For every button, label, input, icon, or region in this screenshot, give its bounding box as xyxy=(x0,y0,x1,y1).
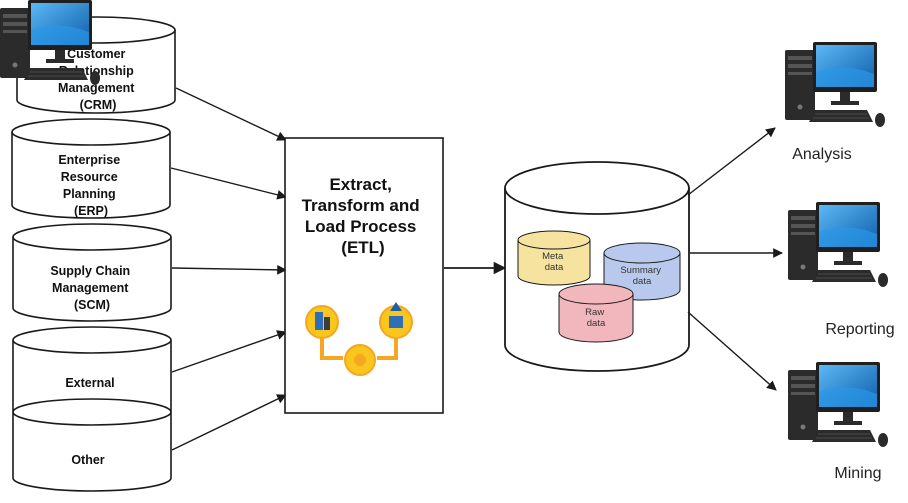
desktop-computer-icon xyxy=(787,361,889,448)
meta-data-label: Meta data xyxy=(542,251,566,273)
source-erp-label: Enterprise Resource Planning (ERP) xyxy=(58,153,123,218)
meta-data-store: Meta data xyxy=(517,230,591,286)
data-warehouse-cylinder: Meta data Summary data Raw data xyxy=(504,161,690,372)
source-other-cylinder: Other xyxy=(12,398,172,492)
arrow-external-to-etl xyxy=(171,330,287,373)
arrow-scm-to-etl xyxy=(171,264,287,275)
arrow-crm-to-etl xyxy=(175,87,287,141)
output-mining-label: Mining xyxy=(834,465,881,482)
arrow-to-mining xyxy=(687,311,777,391)
raw-data-label: Raw data xyxy=(585,307,607,329)
output-reporting: Reporting xyxy=(787,201,895,338)
arrow-other-to-etl xyxy=(171,394,287,451)
arrow-to-analysis xyxy=(687,127,776,196)
etl-process-box: Extract, Transform and Load Process (ETL… xyxy=(284,137,444,414)
output-analysis: Analysis xyxy=(784,41,886,163)
raw-data-store: Raw data xyxy=(558,283,634,343)
etl-process-icon xyxy=(305,302,413,376)
summary-data-label: Summary data xyxy=(620,265,663,287)
source-scm-cylinder: Supply Chain Management (SCM) xyxy=(12,223,172,322)
source-scm-label: Supply Chain Management (SCM) xyxy=(50,264,133,312)
source-to-etl-arrows xyxy=(170,87,287,451)
source-external-label: External xyxy=(65,376,114,390)
desktop-computer-icon xyxy=(0,0,100,85)
source-erp-cylinder: Enterprise Resource Planning (ERP) xyxy=(11,118,171,219)
output-mining: Mining xyxy=(787,361,889,482)
source-other-label: Other xyxy=(71,453,104,467)
desktop-computer-icon xyxy=(787,201,889,288)
desktop-computer-icon xyxy=(784,41,886,128)
output-analysis-label: Analysis xyxy=(792,146,852,163)
etl-label: Extract, Transform and Load Process (ETL… xyxy=(302,175,425,257)
arrow-erp-to-etl xyxy=(170,167,287,200)
output-reporting-label: Reporting xyxy=(825,321,894,338)
warehouse-to-output-arrows xyxy=(687,127,783,391)
